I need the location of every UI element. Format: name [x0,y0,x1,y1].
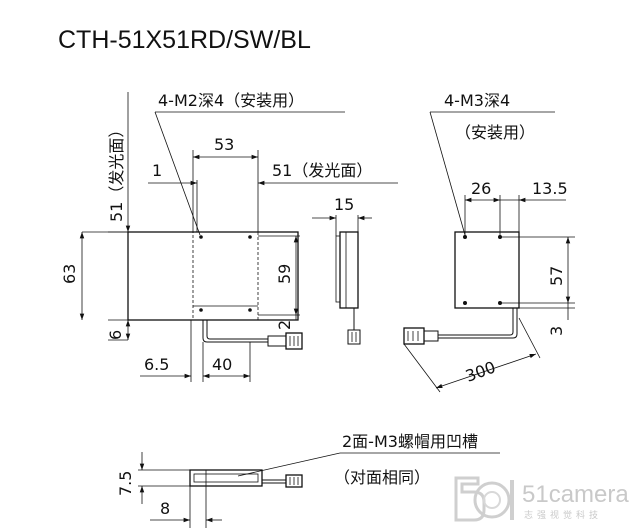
dim-57: 57 [547,266,566,286]
side-flange [335,235,341,303]
back-view: 4-M3深4 （安装用） 26 13.5 57 3 300 [403,91,575,393]
dim-53: 53 [214,135,234,154]
dim-1: 1 [152,161,162,180]
side-connector [347,329,361,345]
front-hole-leader [154,111,201,236]
front-hole [199,308,203,312]
dim-6-5: 6.5 [144,355,169,374]
front-connector-head [285,332,303,350]
front-cable-inner [206,320,268,340]
front-hole [248,308,252,312]
front-housing-outline [127,231,299,321]
back-hole-leader [429,111,466,236]
dim-13-5: 13.5 [532,179,568,198]
dim-3: 3 [547,326,566,336]
bottom-housing [189,469,263,487]
logo-subtext: 志强视觉科技 [524,509,602,521]
back-connector-head [403,327,425,345]
logo-text: 51camera [522,481,629,508]
front-view: 4-M2深4（安装用） 53 1 51（发光面） 51（发光面） 63 6 59 [60,91,398,382]
bottom-connector [285,474,303,488]
side-view: 15 [312,195,372,345]
groove-label-1: 2面-M3螺帽用凹槽 [342,432,478,451]
dim-15: 15 [334,195,354,214]
dim-emit-height: 51（发光面） [107,122,126,222]
back-housing [454,231,520,309]
logo-lens-icon [473,481,511,519]
dim-300: 300 [463,357,498,385]
groove-label-2: （对面相同） [334,468,430,487]
dim-63: 63 [60,264,79,284]
bottom-view: 2面-M3螺帽用凹槽 （对面相同） 7.5 8 [116,432,500,528]
dim-6: 6 [106,330,125,340]
watermark-logo: 51camera 志强视觉科技 [454,476,629,522]
back-connector-body [423,330,439,342]
front-hole [199,235,203,239]
back-hole-label-2: （安装用） [455,123,535,142]
side-housing [339,231,359,309]
front-connector-body [267,335,287,347]
dim-300-line [435,353,537,389]
drawing-title: CTH-51X51RD/SW/BL [58,26,311,54]
dim-26: 26 [471,179,491,198]
dim-8: 8 [160,499,170,518]
bottom-groove [193,473,259,483]
front-emit-area [192,231,259,321]
dim-7-5: 7.5 [116,471,135,496]
back-hole [463,301,467,305]
front-hole [248,235,252,239]
dim-40: 40 [212,355,232,374]
dim-59: 59 [275,264,294,284]
front-cable [202,320,268,343]
back-cable [438,308,518,339]
back-hole-label-1: 4-M3深4 [444,91,510,110]
groove-leader [237,452,341,477]
front-hole-label: 4-M2深4（安装用） [158,91,304,110]
dim-2: 2 [275,320,294,330]
dim-emit-width: 51（发光面） [272,161,372,180]
